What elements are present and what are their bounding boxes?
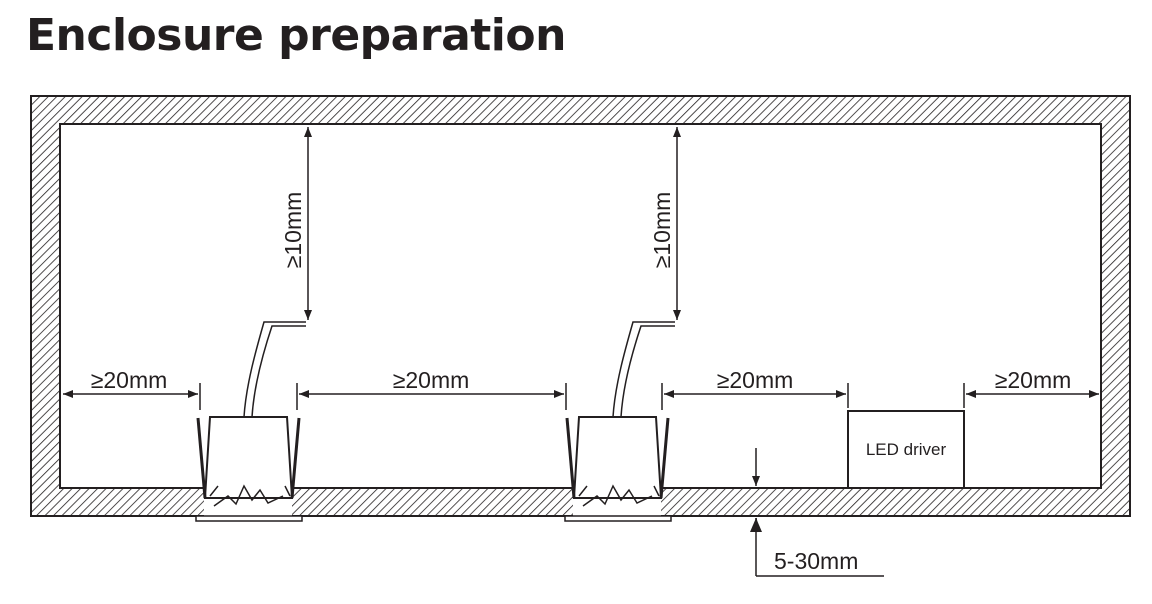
downlight-2 (564, 321, 675, 522)
dimension-gap-1 (63, 383, 201, 410)
gap-3-label: ≥20mm (717, 367, 794, 393)
gap-1-label: ≥20mm (91, 367, 168, 393)
gap-2-label: ≥20mm (393, 367, 470, 393)
dimension-gap-3 (661, 383, 849, 410)
panel-thickness-label: 5-30mm (774, 548, 858, 574)
gap-4-label: ≥20mm (995, 367, 1072, 393)
downlight-1 (195, 321, 306, 522)
page-title: Enclosure preparation (26, 10, 566, 61)
dimension-gap-4 (963, 383, 1099, 408)
led-driver-label: LED driver (866, 440, 947, 459)
top-clearance-right-label: ≥10mm (649, 192, 675, 269)
enclosure-wall (30, 95, 1131, 517)
panel-thickness-arrow (750, 518, 762, 532)
led-driver-box: LED driver (847, 410, 965, 489)
dimension-gap-2 (296, 383, 567, 410)
top-clearance-left-label: ≥10mm (280, 192, 306, 269)
